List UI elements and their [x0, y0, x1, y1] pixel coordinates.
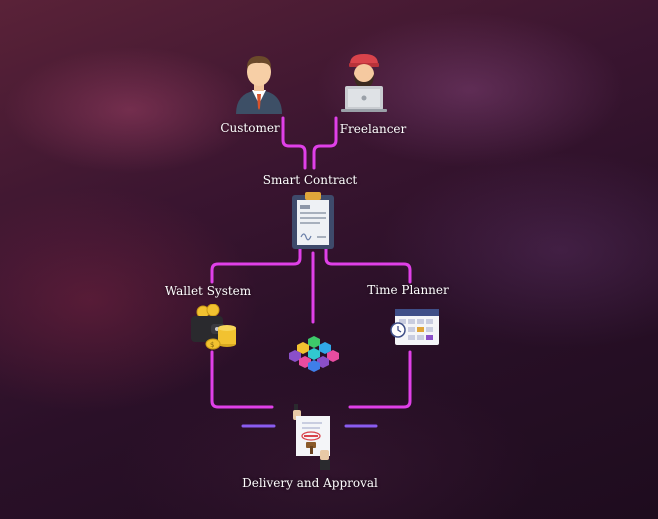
- time-planner-label: Time Planner: [367, 283, 449, 297]
- calendar-clock-icon: [390, 309, 439, 345]
- customer-connector: [281, 116, 307, 170]
- smart-contract-label: Smart Contract: [262, 173, 358, 187]
- time-planner-connector: [324, 244, 412, 284]
- blockchain-cubes-icon: [289, 336, 339, 372]
- clipboard-contract-icon: [292, 192, 334, 249]
- wallet-coins-icon: $: [191, 304, 236, 350]
- wallet-system-label: Wallet System: [164, 284, 252, 298]
- customer-label: Customer: [220, 121, 280, 135]
- freelancer-laptop-icon: [341, 54, 387, 112]
- freelancer-label: Freelancer: [339, 122, 407, 136]
- stamp-approval-icon: [293, 404, 330, 470]
- svg-text:$: $: [210, 341, 214, 349]
- freelancer-connector: [312, 116, 338, 170]
- planner-delivery-connector: [348, 350, 412, 409]
- delivery-approval-label: Delivery and Approval: [242, 476, 378, 490]
- wallet-delivery-connector: [210, 350, 274, 409]
- wallet-connector: [210, 244, 302, 284]
- businessman-icon: [236, 56, 282, 114]
